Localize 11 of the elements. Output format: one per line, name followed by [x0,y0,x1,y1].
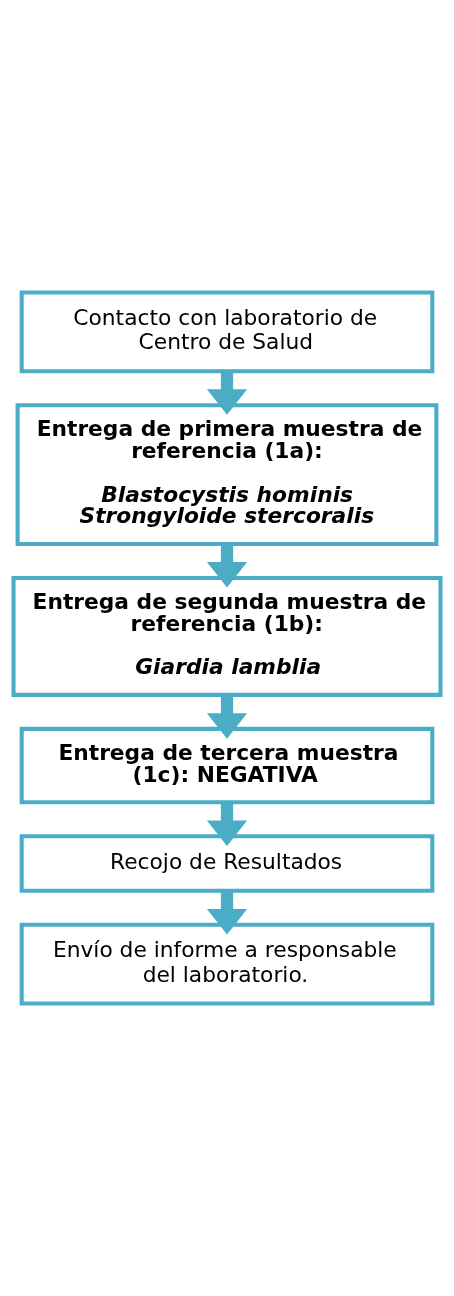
arrow [206,371,248,415]
node-box: Entrega de primera muestra de referencia (1a): Blastocystis hominis Strongyloide stercoralis [15,403,439,546]
node-box: Envío de informe a responsable del laboratorio. [19,922,435,1006]
arrow [206,695,248,739]
arrow [206,544,248,588]
node-box: Entrega de tercera muestra (1c): NEGATIVA [19,726,435,805]
arrow [206,891,248,935]
arrow [206,802,248,847]
node-box: Contacto con laboratorio de Centro de Salud [19,290,435,374]
node-box: Entrega de segunda muestra de referencia (1b): Giardia lamblia [11,575,443,697]
node-box: Recojo de Resultados [19,834,435,893]
